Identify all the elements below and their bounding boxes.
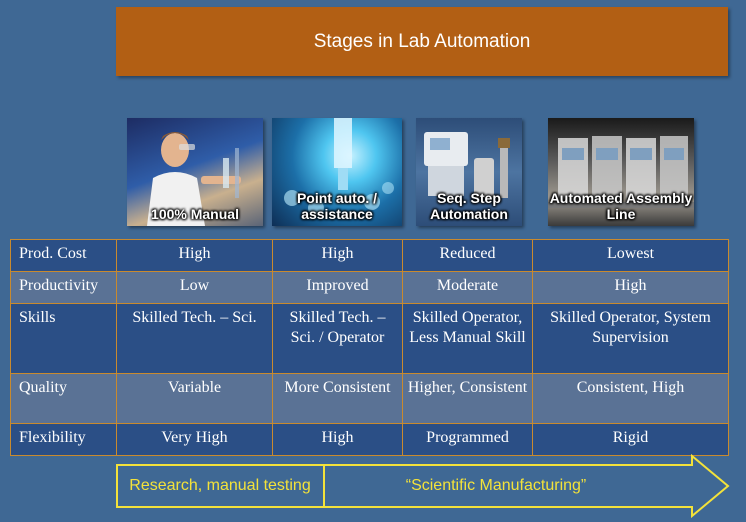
table-cell: Skilled Operator, System Supervision bbox=[532, 303, 729, 374]
table-cell: Skilled Tech. – Sci. bbox=[116, 303, 273, 374]
table-cell: High bbox=[116, 239, 273, 272]
table-cell: Lowest bbox=[532, 239, 729, 272]
table-cell: Consistent, High bbox=[532, 373, 729, 424]
progression-arrow: Research, manual testing “Scientific Man… bbox=[116, 454, 732, 518]
row-header: Skills bbox=[10, 303, 117, 374]
arrow-right-icon bbox=[116, 454, 730, 518]
research-label: Research, manual testing bbox=[129, 476, 311, 494]
table-cell: Very High bbox=[116, 423, 273, 456]
lab-technician-illustration bbox=[147, 132, 241, 226]
stage-image-manual: 100% Manual bbox=[127, 118, 263, 226]
lab-instrument-illustration bbox=[424, 132, 510, 198]
table-cell: Skilled Operator, Less Manual Skill bbox=[402, 303, 533, 374]
table-row: Skills Skilled Tech. – Sci. Skilled Tech… bbox=[10, 303, 729, 374]
table-row: Quality Variable More Consistent Higher,… bbox=[10, 373, 729, 424]
table-cell: Higher, Consistent bbox=[402, 373, 533, 424]
scientific-manufacturing-label: “Scientific Manufacturing” bbox=[405, 477, 587, 494]
table-row: Productivity Low Improved Moderate High bbox=[10, 271, 729, 304]
robotic-arm-illustration bbox=[284, 118, 394, 216]
stage-caption: Point auto. / assistance bbox=[296, 190, 378, 222]
table-cell: Moderate bbox=[402, 271, 533, 304]
stage-image-assembly-line: Automated Assembly Line bbox=[548, 118, 694, 226]
table-row: Prod. Cost High High Reduced Lowest bbox=[10, 239, 729, 272]
table-cell: Reduced bbox=[402, 239, 533, 272]
row-header: Flexibility bbox=[10, 423, 117, 456]
assembly-line-illustration bbox=[548, 136, 694, 208]
table-cell: Variable bbox=[116, 373, 273, 424]
stage-caption: Automated Assembly Line bbox=[549, 190, 693, 222]
table-cell: More Consistent bbox=[272, 373, 403, 424]
table-row: Flexibility Very High High Programmed Ri… bbox=[10, 423, 729, 456]
table-cell: Improved bbox=[272, 271, 403, 304]
stage-caption: 100% Manual bbox=[151, 206, 239, 222]
page-title: Stages in Lab Automation bbox=[313, 30, 531, 52]
table-cell: Low bbox=[116, 271, 273, 304]
table-cell: High bbox=[272, 239, 403, 272]
table-cell: Programmed bbox=[402, 423, 533, 456]
stage-caption: Seq. Step Automation bbox=[430, 190, 508, 222]
stage-image-sequential-automation: Seq. Step Automation bbox=[416, 118, 522, 226]
table-cell: High bbox=[532, 271, 729, 304]
row-header: Productivity bbox=[10, 271, 117, 304]
row-header: Prod. Cost bbox=[10, 239, 117, 272]
table-cell: High bbox=[272, 423, 403, 456]
title-banner: Stages in Lab Automation bbox=[116, 7, 728, 76]
table-cell: Skilled Tech. – Sci. / Operator bbox=[272, 303, 403, 374]
row-header: Quality bbox=[10, 373, 117, 424]
comparison-table: Prod. Cost High High Reduced Lowest Prod… bbox=[10, 239, 729, 456]
stage-image-point-automation: Point auto. / assistance bbox=[272, 118, 402, 226]
table-cell: Rigid bbox=[532, 423, 729, 456]
